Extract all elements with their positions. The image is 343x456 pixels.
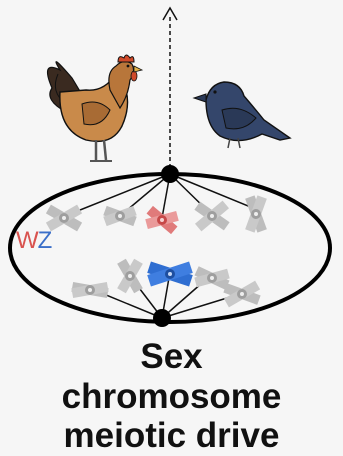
wz-label: WZ — [16, 229, 51, 253]
caption-line-3: meiotic drive — [0, 416, 343, 456]
caption-line-2: chromosome — [0, 377, 343, 417]
chromosome-bottom-1 — [71, 282, 108, 298]
z-label: Z — [38, 227, 52, 254]
chromosome-top-driving-w — [145, 206, 178, 234]
chromosome-top-5 — [245, 195, 267, 232]
chromosome-bottom-5 — [223, 281, 260, 308]
chromosome-bottom-2 — [117, 259, 143, 293]
chromosome-bottom-driving-z — [147, 261, 193, 286]
chromosome-top-1 — [46, 205, 82, 232]
w-label: W — [16, 227, 38, 254]
finch-icon — [194, 82, 290, 148]
rooster-icon — [48, 55, 143, 161]
diagram-caption: Sex chromosome meiotic drive — [0, 337, 343, 456]
bottom-node — [153, 309, 171, 327]
chromosome-top-2 — [103, 206, 136, 226]
chromosome-top-4 — [194, 201, 229, 232]
top-node — [161, 165, 179, 183]
caption-line-1: Sex — [0, 337, 343, 377]
evolution-arrow — [163, 8, 177, 168]
chromosome-bottom-4 — [194, 266, 229, 289]
population-ellipse — [10, 174, 330, 322]
